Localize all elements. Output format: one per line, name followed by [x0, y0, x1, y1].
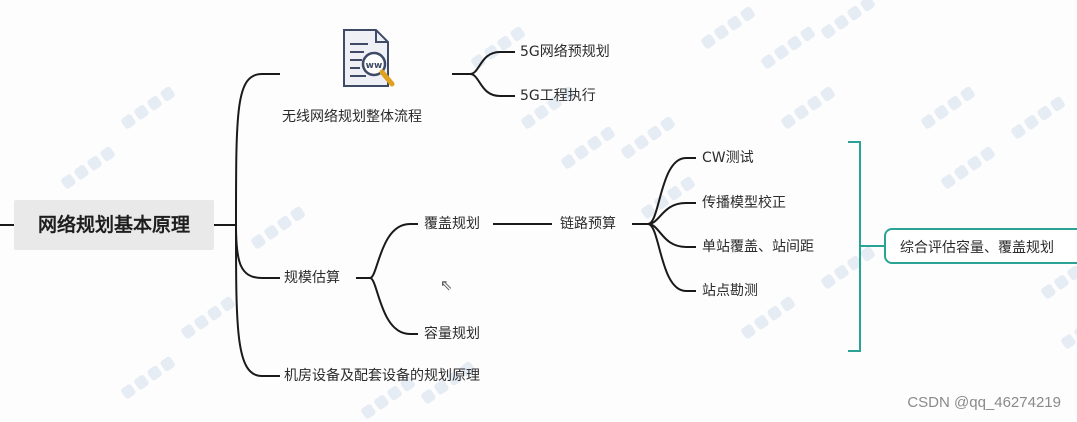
spine-to-process — [235, 73, 280, 226]
credit-watermark: CSDN @qq_46274219 — [907, 394, 1061, 411]
linkbudget-to-cw — [647, 157, 696, 225]
spine-to-estimation — [235, 224, 280, 279]
web-document-icon: ww — [343, 29, 395, 87]
node-model-calibration[interactable]: 传播模型校正 — [702, 195, 786, 211]
node-cw-test[interactable]: CW测试 — [702, 150, 754, 166]
node-site-survey[interactable]: 站点勘测 — [702, 283, 758, 299]
process-to-preplan — [469, 51, 515, 75]
node-5g-preplan[interactable]: 5G网络预规划 — [520, 44, 610, 60]
node-link-budget[interactable]: 链路预算 — [560, 216, 616, 232]
summary-node[interactable]: 综合评估容量、覆盖规划 — [884, 228, 1077, 264]
summary-bracket — [848, 141, 861, 352]
linkbudget-to-model — [647, 202, 696, 225]
estimation-to-coverage — [369, 223, 418, 279]
process-to-execution — [469, 73, 515, 97]
svg-text:ww: ww — [366, 61, 383, 71]
root-node[interactable]: 网络规划基本原理 — [14, 200, 214, 250]
node-capacity-plan[interactable]: 容量规划 — [424, 326, 480, 342]
node-5g-execution[interactable]: 5G工程执行 — [520, 88, 596, 104]
mouse-cursor-icon: ⇖ — [440, 276, 453, 294]
node-coverage-plan[interactable]: 覆盖规划 — [424, 216, 480, 232]
node-site-coverage[interactable]: 单站覆盖、站间距 — [702, 239, 814, 255]
node-process[interactable]: 无线网络规划整体流程 — [282, 109, 422, 125]
node-equipment[interactable]: 机房设备及配套设备的规划原理 — [284, 368, 480, 384]
node-estimation[interactable]: 规模估算 — [284, 270, 340, 286]
linkbudget-to-survey — [647, 223, 696, 292]
estimation-to-capacity — [369, 277, 418, 335]
spine-to-equipment — [235, 224, 280, 377]
